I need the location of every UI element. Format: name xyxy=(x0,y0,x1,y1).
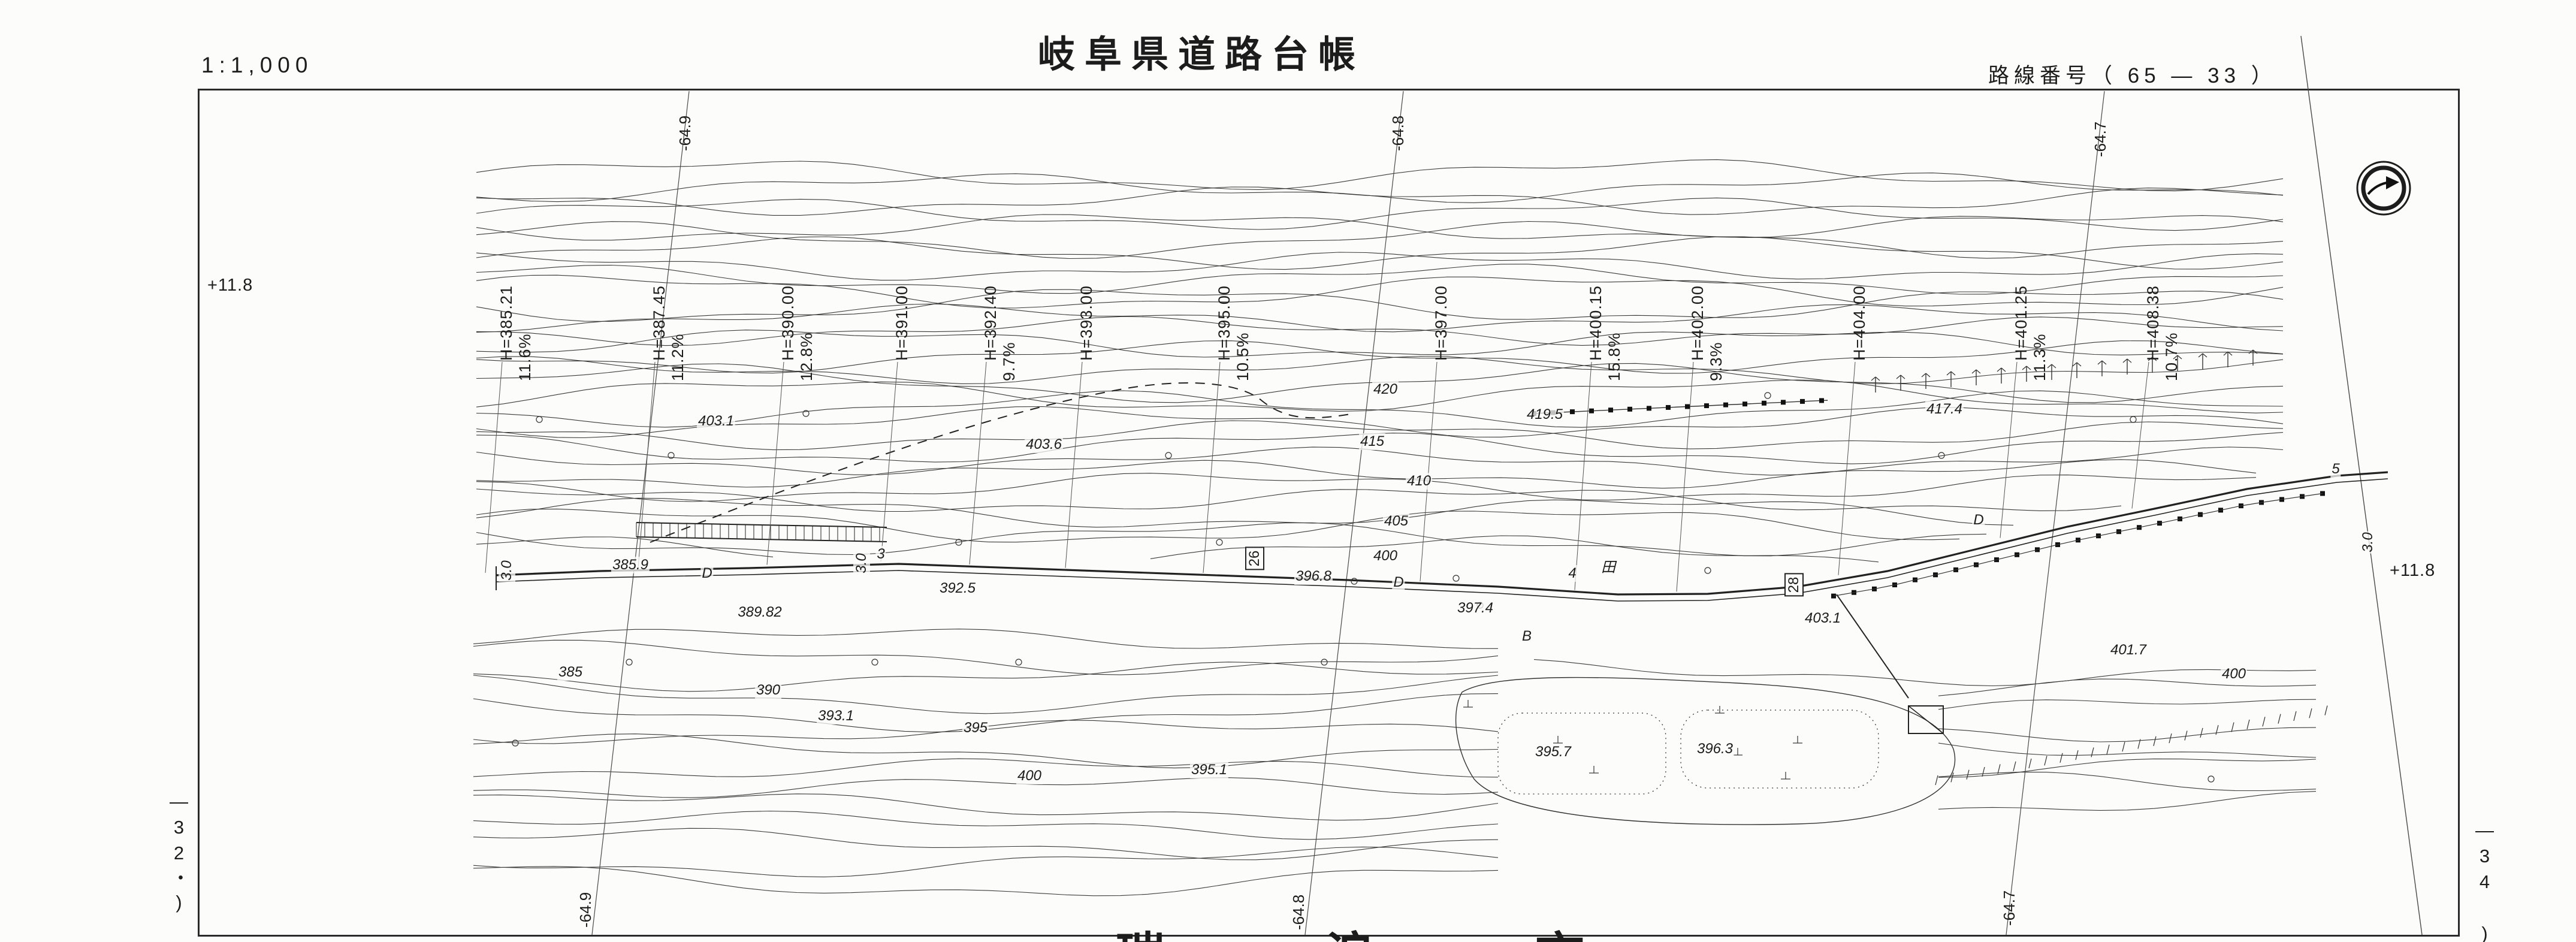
right-elevation-label: +11.8 xyxy=(2390,561,2436,580)
scale-label: 1:1,000 xyxy=(201,53,313,77)
left-elevation-label: +11.8 xyxy=(207,276,253,295)
sheet-border-right xyxy=(2458,89,2460,937)
sheet-border-bottom xyxy=(198,935,2460,937)
sheet-border-left xyxy=(198,89,200,937)
city-label: 瑞浪市 xyxy=(1116,916,1745,942)
sheet-border-top xyxy=(198,89,2460,90)
north-arrow-icon xyxy=(2356,161,2411,216)
route-number-label: 路線番号（ 65 — 33 ） xyxy=(1988,64,2277,87)
adjacent-sheet-number-right: —34 ) xyxy=(2474,820,2495,942)
adjacent-sheet-number-left: —32・) xyxy=(168,791,189,917)
sheet-title: 岐阜県道路台帳 xyxy=(1038,34,1366,76)
